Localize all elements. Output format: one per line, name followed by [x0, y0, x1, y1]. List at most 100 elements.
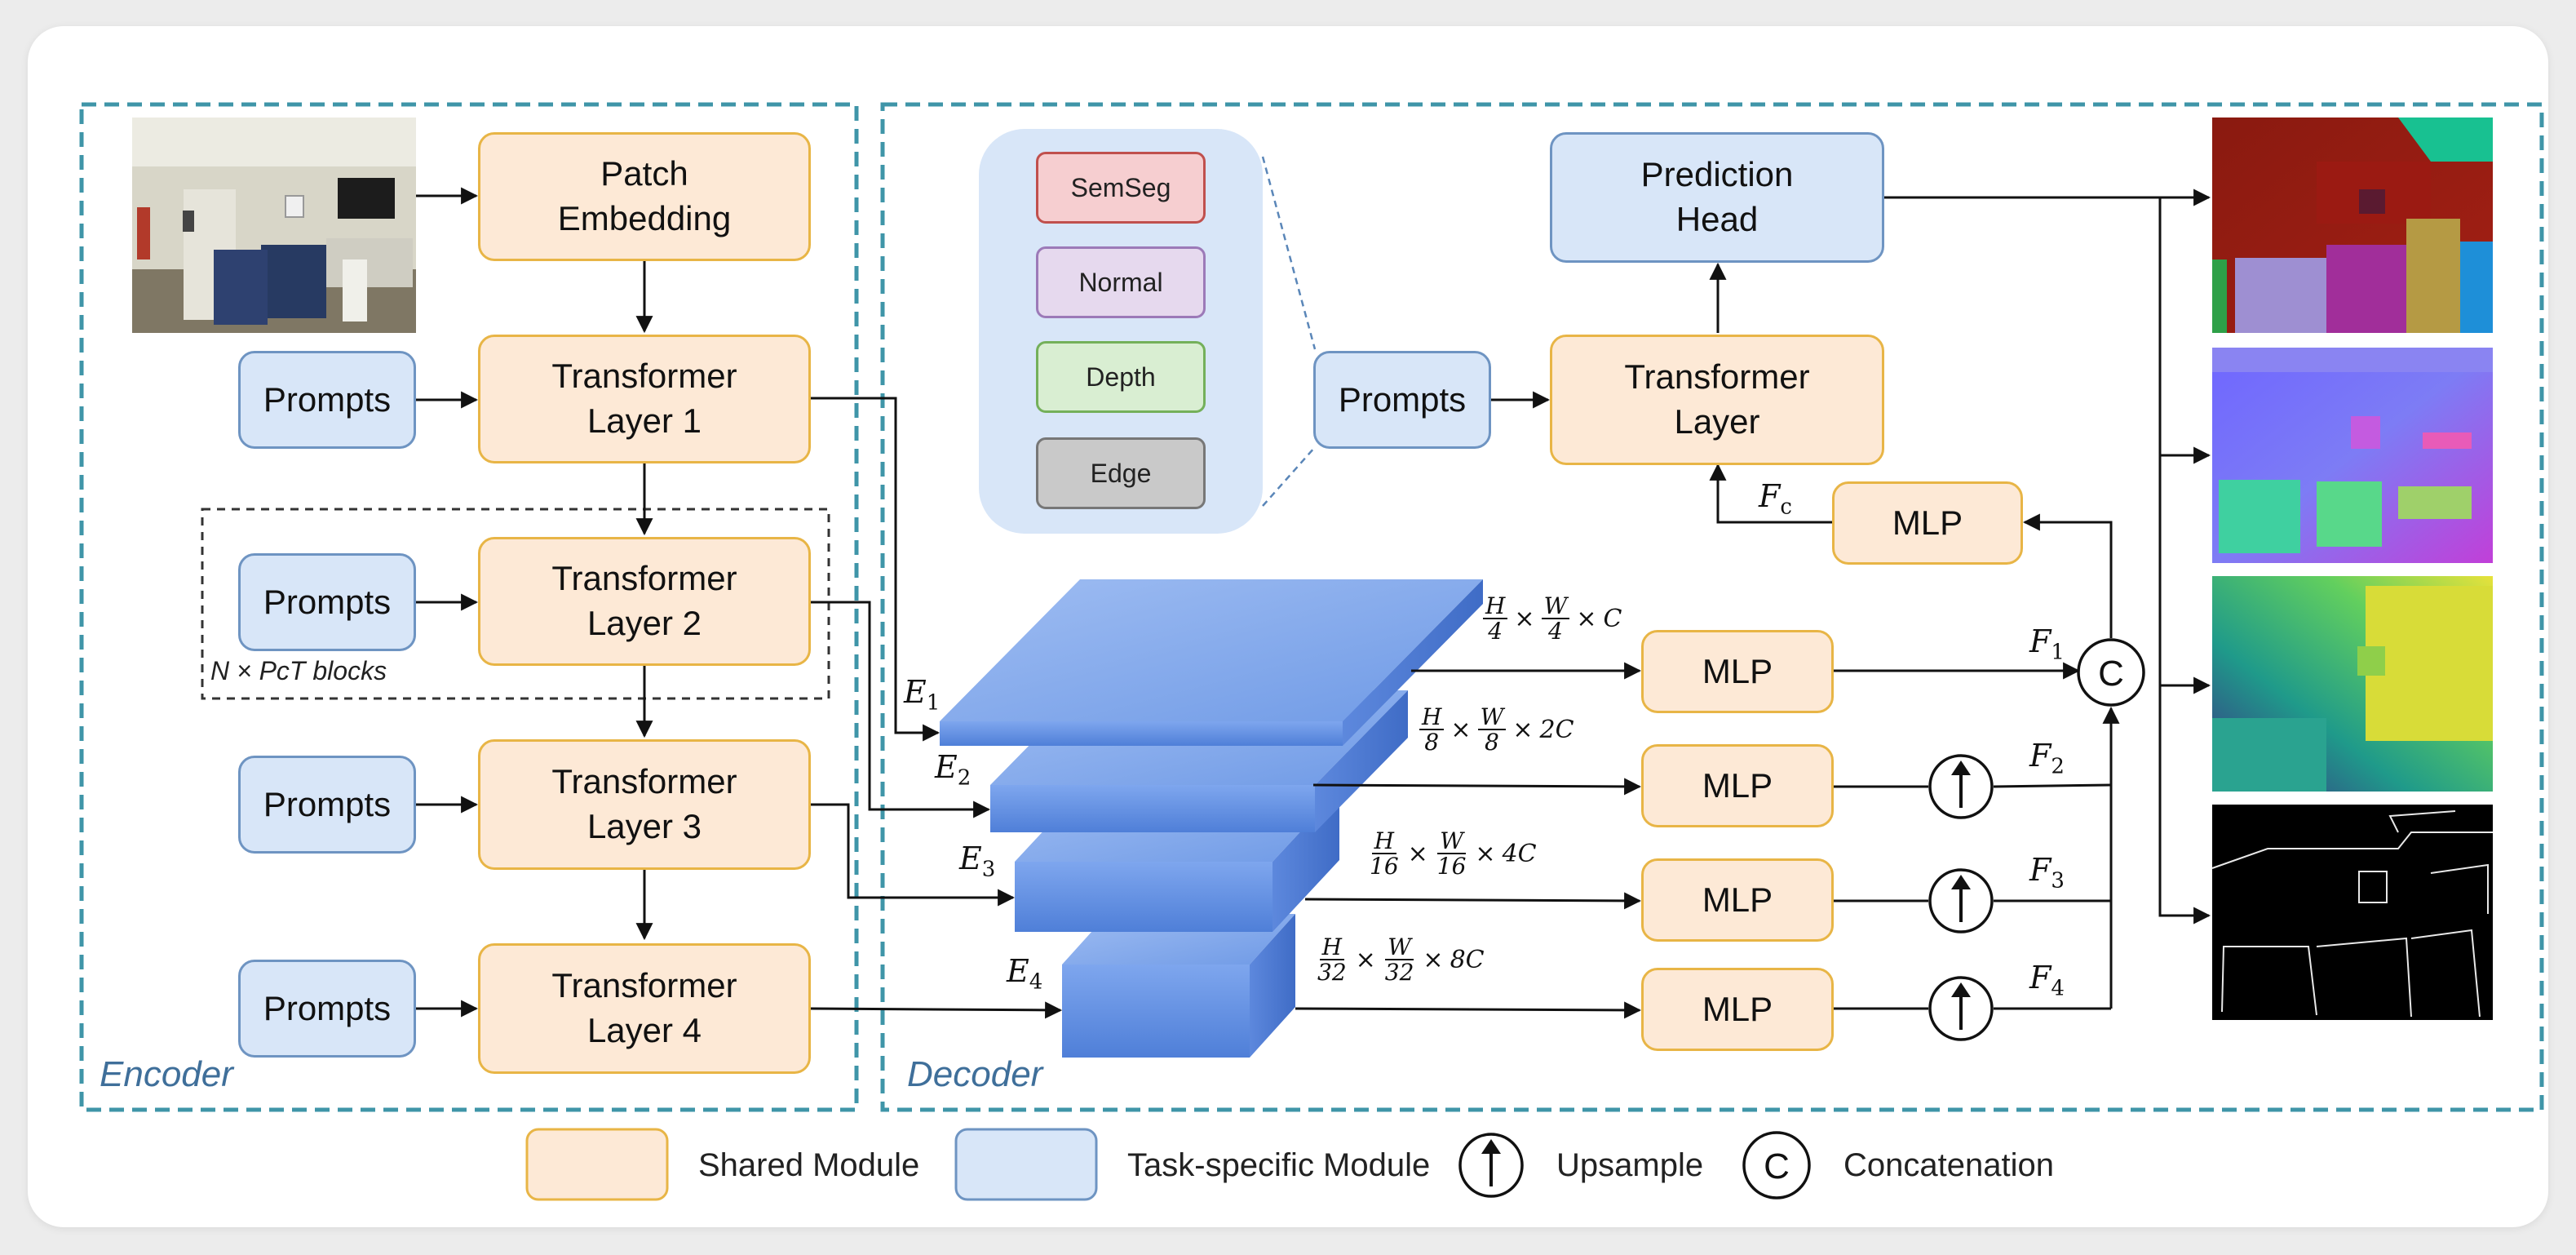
- semseg-output: [2212, 118, 2493, 333]
- e3-sub: 3: [981, 857, 996, 882]
- fc-letter: F: [1759, 478, 1781, 514]
- f1-label: F1: [2029, 623, 2065, 665]
- e4-letter: E: [1007, 953, 1029, 989]
- dim-e3-w: W: [1437, 829, 1466, 855]
- f3-letter: F: [2029, 852, 2052, 888]
- dim-e1-hd: 4: [1488, 618, 1503, 645]
- dim-e3-wd: 16: [1436, 853, 1467, 880]
- encoder-prompts-3: Prompts: [238, 756, 416, 854]
- dim-e2-w: W: [1477, 705, 1507, 731]
- legend-upsample-label: Upsample: [1556, 1147, 1704, 1183]
- concat-node: C: [2077, 638, 2145, 707]
- transformer-layer-3: Transformer Layer 3: [478, 739, 811, 870]
- e2-label: E2: [935, 749, 971, 791]
- dim-e1-wd: 4: [1548, 618, 1563, 645]
- connectors: [416, 187, 2211, 1019]
- f2-letter: F: [2029, 738, 2052, 774]
- f4-letter: F: [2029, 960, 2052, 996]
- decoder-transformer-layer: Transformer Layer: [1550, 335, 1884, 465]
- dim-e4-wd: 32: [1384, 959, 1414, 987]
- mlp-f2: MLP: [1641, 744, 1834, 827]
- dim-e3-c: 4C: [1502, 839, 1537, 868]
- pct-blocks-frame: [201, 508, 830, 700]
- concat-symbol: C: [2098, 654, 2124, 694]
- legend-task-swatch: [954, 1128, 1098, 1201]
- e1-label: E1: [904, 674, 940, 716]
- mlp-f3: MLP: [1641, 858, 1834, 942]
- encoder-prompts-4: Prompts: [238, 960, 416, 1058]
- dim-e4-h: H: [1319, 935, 1345, 961]
- upsample-node-2: [1928, 754, 1994, 819]
- e4-label: E4: [1007, 953, 1042, 995]
- dim-e4-hd: 32: [1317, 959, 1347, 987]
- depth-output: [2212, 576, 2493, 792]
- encoder-label: Encoder: [100, 1054, 233, 1094]
- fc-label: Fc: [1759, 478, 1792, 520]
- feature-block-e1: [940, 579, 1483, 746]
- f1-sub: 1: [2051, 640, 2065, 665]
- e4-sub: 4: [1029, 969, 1043, 995]
- task-tag-semseg: SemSeg: [1036, 152, 1206, 224]
- e1-sub: 1: [926, 690, 941, 716]
- legend-upsample-icon: [1458, 1133, 1524, 1198]
- e2-sub: 2: [957, 765, 972, 791]
- normal-output: [2212, 348, 2493, 563]
- decoder-prompts: Prompts: [1313, 351, 1491, 449]
- dim-e2-wd: 8: [1485, 729, 1499, 756]
- legend-concat-symbol: C: [1764, 1146, 1790, 1186]
- prediction-head: Prediction Head: [1550, 132, 1884, 263]
- task-tag-normal: Normal: [1036, 246, 1206, 318]
- mlp-f4: MLP: [1641, 968, 1834, 1051]
- legend-concat-icon: C: [1742, 1131, 1811, 1200]
- f4-label: F4: [2029, 960, 2065, 1001]
- dim-e1-w: W: [1541, 594, 1570, 620]
- f1-letter: F: [2029, 623, 2052, 659]
- dim-e1-c: C: [1603, 604, 1622, 633]
- bubble-connector-top: [1261, 156, 1317, 350]
- decoder-label: Decoder: [907, 1054, 1043, 1094]
- upsample-node-4: [1928, 976, 1994, 1041]
- legend-task-label: Task-specific Module: [1127, 1147, 1431, 1183]
- f3-sub: 3: [2051, 868, 2065, 894]
- task-bubble: [979, 129, 1263, 534]
- e1-letter: E: [904, 674, 927, 710]
- e3-letter: E: [959, 840, 982, 876]
- dim-e2-h: H: [1419, 705, 1445, 731]
- fc-sub: c: [1780, 494, 1792, 520]
- legend-concat-label: Concatenation: [1843, 1147, 2054, 1183]
- dim-e4-c: 8C: [1450, 945, 1485, 974]
- encoder-prompts-2: Prompts: [238, 553, 416, 651]
- dim-e1-h: H: [1483, 594, 1508, 620]
- upsample-node-3: [1928, 868, 1994, 933]
- patch-embedding: Patch Embedding: [478, 132, 811, 261]
- dim-e4-w: W: [1385, 935, 1414, 961]
- task-tag-depth: Depth: [1036, 341, 1206, 413]
- dim-e3-hd: 16: [1370, 853, 1399, 880]
- f4-sub: 4: [2051, 976, 2065, 1001]
- feature-block-e4: [1062, 914, 1295, 1058]
- dim-e2-c: 2C: [1539, 715, 1574, 744]
- transformer-layer-4: Transformer Layer 4: [478, 943, 811, 1074]
- e3-label: E3: [959, 840, 995, 882]
- transformer-layer-1: Transformer Layer 1: [478, 335, 811, 463]
- dim-e3-h: H: [1371, 829, 1397, 855]
- legend-shared-swatch: [525, 1128, 669, 1201]
- e2-letter: E: [935, 749, 958, 785]
- transformer-layer-2: Transformer Layer 2: [478, 537, 811, 666]
- decoder-section: [880, 102, 2544, 1112]
- edge-output: [2211, 805, 2493, 1020]
- dim-e2-hd: 8: [1424, 729, 1440, 756]
- f2-sub: 2: [2051, 754, 2065, 779]
- legend-shared-label: Shared Module: [698, 1147, 920, 1183]
- task-tag-edge: Edge: [1036, 437, 1206, 509]
- mlp-fc: MLP: [1832, 481, 2023, 565]
- pct-blocks-label: N × PcT blocks: [210, 656, 387, 685]
- mlp-f1: MLP: [1641, 630, 1834, 713]
- encoder-prompts-1: Prompts: [238, 351, 416, 449]
- f3-label: F3: [2029, 852, 2065, 894]
